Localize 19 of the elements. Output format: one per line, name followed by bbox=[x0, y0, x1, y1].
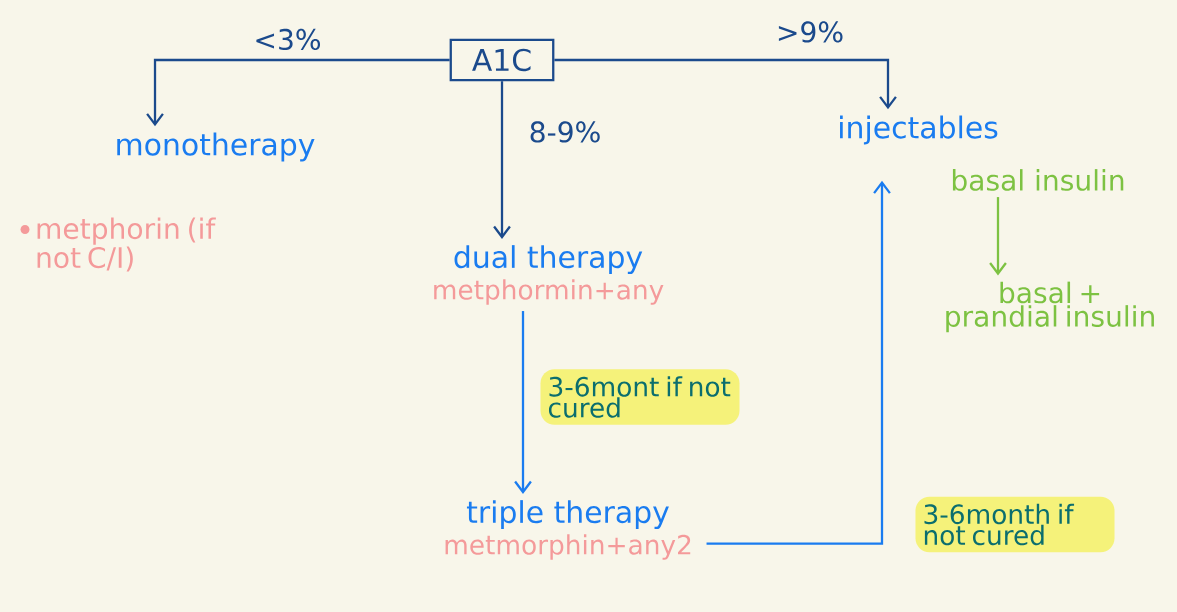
therapy-label: injectables bbox=[840, 115, 998, 145]
term-box: A1C bbox=[449, 38, 555, 82]
therapy-label: triple therapy metmorphin+any2 bbox=[445, 500, 691, 560]
arrow bbox=[989, 197, 1007, 276]
arrow bbox=[554, 58, 897, 110]
arrow bbox=[706, 180, 891, 545]
edge-label: >9% bbox=[772, 17, 848, 47]
highlighted-note: 3-6month if not cured bbox=[915, 496, 1115, 553]
arrow bbox=[146, 58, 450, 127]
edge-label: <3% bbox=[249, 25, 326, 54]
note-text: metphorin (if not C/I) bbox=[37, 217, 216, 272]
therapy-label: monotherapy bbox=[117, 132, 315, 162]
insulin-label: basal + prandial insulin bbox=[946, 281, 1154, 333]
arrow bbox=[514, 311, 532, 494]
edge-label: 8-9% bbox=[525, 117, 605, 147]
arrow bbox=[493, 81, 511, 239]
therapy-label: dual therapy metphormin+any bbox=[434, 245, 664, 305]
highlighted-note: 3-6mont if not cured bbox=[540, 369, 740, 425]
insulin-label: basal insulin bbox=[952, 169, 1124, 191]
